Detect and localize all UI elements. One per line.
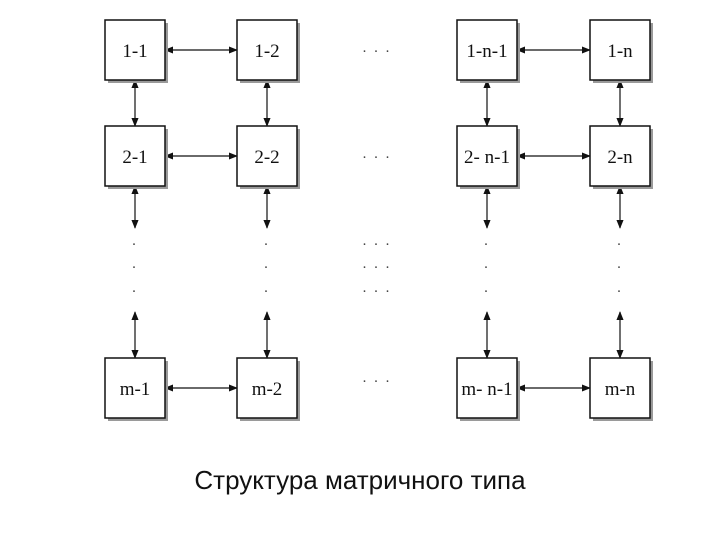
node-box: [104, 19, 166, 81]
ellipsis-vertical: .: [617, 280, 623, 296]
node-box: [236, 19, 298, 81]
ellipsis-vertical: .: [264, 256, 270, 272]
node-group: 1-1 1-2 1-n-1 1-n 2-1 2-2 2- n-1 2-n m-1 m-2 m- n-…: [104, 19, 653, 421]
node-box: [456, 19, 518, 81]
ellipsis-horizontal: . . .: [363, 370, 392, 386]
ellipsis-horizontal: . . .: [363, 146, 392, 162]
node-label: 2-1: [122, 147, 147, 168]
node-n-m-2: m-2: [236, 357, 300, 421]
ellipsis-vertical: .: [132, 280, 138, 296]
node-n-2-n-1: 2- n-1: [456, 125, 520, 189]
node-label: 2-n: [607, 147, 633, 168]
node-label: 2-2: [254, 147, 279, 168]
node-n-1-n-1: 1-n-1: [456, 19, 520, 83]
node-label: m-1: [120, 379, 151, 400]
ellipsis-group: . . .. . .. . .. . .. . .. . ...........…: [132, 40, 623, 386]
node-box: [104, 357, 166, 419]
node-box: [456, 125, 518, 187]
node-n-m-n: m-n: [589, 357, 653, 421]
ellipsis-vertical: .: [484, 280, 490, 296]
connectors: [131, 46, 624, 392]
node-box: [456, 357, 518, 419]
node-label: 1-1: [122, 41, 147, 62]
node-box: [236, 125, 298, 187]
ellipsis-vertical: .: [264, 280, 270, 296]
node-label: 1-2: [254, 41, 279, 62]
node-n-2-n: 2-n: [589, 125, 653, 189]
node-n-2-2: 2-2: [236, 125, 300, 189]
ellipsis-horizontal: . . .: [363, 256, 392, 272]
node-label: m-n: [605, 379, 636, 400]
node-n-1-2: 1-2: [236, 19, 300, 83]
node-box: [589, 125, 651, 187]
node-label: m- n-1: [461, 379, 512, 400]
node-label: 1-n: [607, 41, 633, 62]
node-box: [589, 19, 651, 81]
node-n-m-n-1: m- n-1: [456, 357, 520, 421]
node-box: [589, 357, 651, 419]
ellipsis-vertical: .: [484, 256, 490, 272]
diagram-caption: Структура матричного типа: [194, 465, 526, 495]
node-n-1-n: 1-n: [589, 19, 653, 83]
node-n-m-1: m-1: [104, 357, 168, 421]
ellipsis-vertical: .: [617, 233, 623, 249]
ellipsis-horizontal: . . .: [363, 280, 392, 296]
ellipsis-vertical: .: [132, 233, 138, 249]
ellipsis-vertical: .: [484, 233, 490, 249]
ellipsis-vertical: .: [617, 256, 623, 272]
node-label: m-2: [252, 379, 283, 400]
ellipsis-vertical: .: [264, 233, 270, 249]
node-label: 2- n-1: [464, 147, 510, 168]
node-n-2-1: 2-1: [104, 125, 168, 189]
ellipsis-horizontal: . . .: [363, 40, 392, 56]
ellipsis-horizontal: . . .: [363, 233, 392, 249]
node-box: [104, 125, 166, 187]
node-box: [236, 357, 298, 419]
node-label: 1-n-1: [466, 41, 507, 62]
node-n-1-1: 1-1: [104, 19, 168, 83]
ellipsis-vertical: .: [132, 256, 138, 272]
